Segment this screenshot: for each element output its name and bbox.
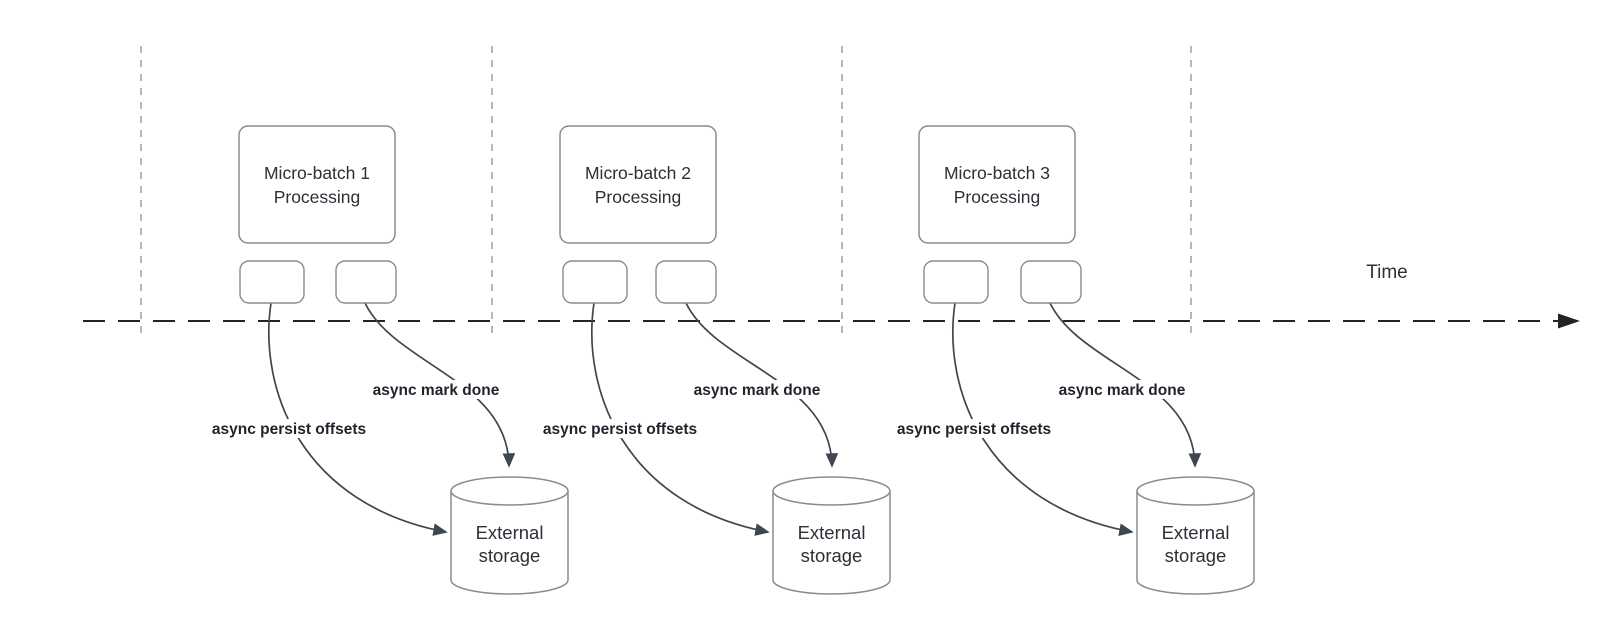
micro-batch-group-2: Micro-batch 2 Processing async persist o… — [532, 125, 891, 595]
persist-offsets-label-bg — [532, 419, 708, 438]
time-axis-arrowhead — [1558, 313, 1580, 329]
micro-batch-box-title-line2: Processing — [274, 187, 361, 207]
mark-done-arrow — [1049, 302, 1202, 468]
mark-done-task-box — [335, 260, 397, 304]
micro-batch-box-title-line1: Micro-batch 3 — [944, 163, 1050, 183]
external-storage-cylinder: External storage — [772, 476, 891, 595]
external-storage-cylinder: External storage — [1136, 476, 1255, 595]
persist-offsets-arrow — [267, 302, 448, 536]
persist-offsets-task-box — [562, 260, 628, 304]
external-storage-cylinder: External storage — [450, 476, 569, 595]
external-storage-label-line2: storage — [479, 545, 541, 566]
persist-offsets-task-box — [239, 260, 305, 304]
micro-batch-group-3: Micro-batch 3 Processing async persist o… — [886, 125, 1255, 595]
mark-done-arrow — [685, 302, 839, 468]
micro-batch-processing-box — [238, 125, 396, 244]
micro-batch-processing-box — [918, 125, 1076, 244]
micro-batch-box-title-line2: Processing — [954, 187, 1041, 207]
time-axis: Time — [83, 262, 1580, 329]
external-storage-label-line2: storage — [1165, 545, 1227, 566]
persist-offsets-label: async persist offsets — [897, 421, 1051, 438]
external-storage-label-line2: storage — [801, 545, 863, 566]
mark-done-task-box — [1020, 260, 1082, 304]
persist-offsets-label: async persist offsets — [543, 421, 697, 438]
mark-done-arrow — [364, 302, 516, 468]
interval-divider-lines — [140, 46, 1192, 338]
mark-done-label: async mark done — [373, 382, 500, 399]
micro-batch-processing-box — [559, 125, 717, 244]
micro-batch-box-title-line2: Processing — [595, 187, 682, 207]
mark-done-task-box — [655, 260, 717, 304]
mark-done-label-bg — [685, 380, 829, 399]
external-storage-label-line1: External — [798, 522, 866, 543]
micro-batch-box-title-line1: Micro-batch 1 — [264, 163, 370, 183]
external-storage-label-line1: External — [476, 522, 544, 543]
persist-offsets-arrow — [951, 302, 1134, 536]
time-axis-label: Time — [1366, 262, 1408, 283]
micro-batch-box-title-line1: Micro-batch 2 — [585, 163, 691, 183]
persist-offsets-label: async persist offsets — [212, 421, 366, 438]
persist-offsets-arrow — [590, 302, 770, 536]
external-storage-label-line1: External — [1162, 522, 1230, 543]
persist-offsets-task-box — [923, 260, 989, 304]
mark-done-label: async mark done — [1059, 382, 1186, 399]
micro-batch-group-1: Micro-batch 1 Processing async persist o… — [201, 125, 569, 595]
mark-done-label-bg — [1050, 380, 1194, 399]
persist-offsets-label-bg — [886, 419, 1062, 438]
mark-done-label-bg — [364, 380, 508, 399]
mark-done-label: async mark done — [694, 382, 821, 399]
persist-offsets-label-bg — [201, 419, 377, 438]
